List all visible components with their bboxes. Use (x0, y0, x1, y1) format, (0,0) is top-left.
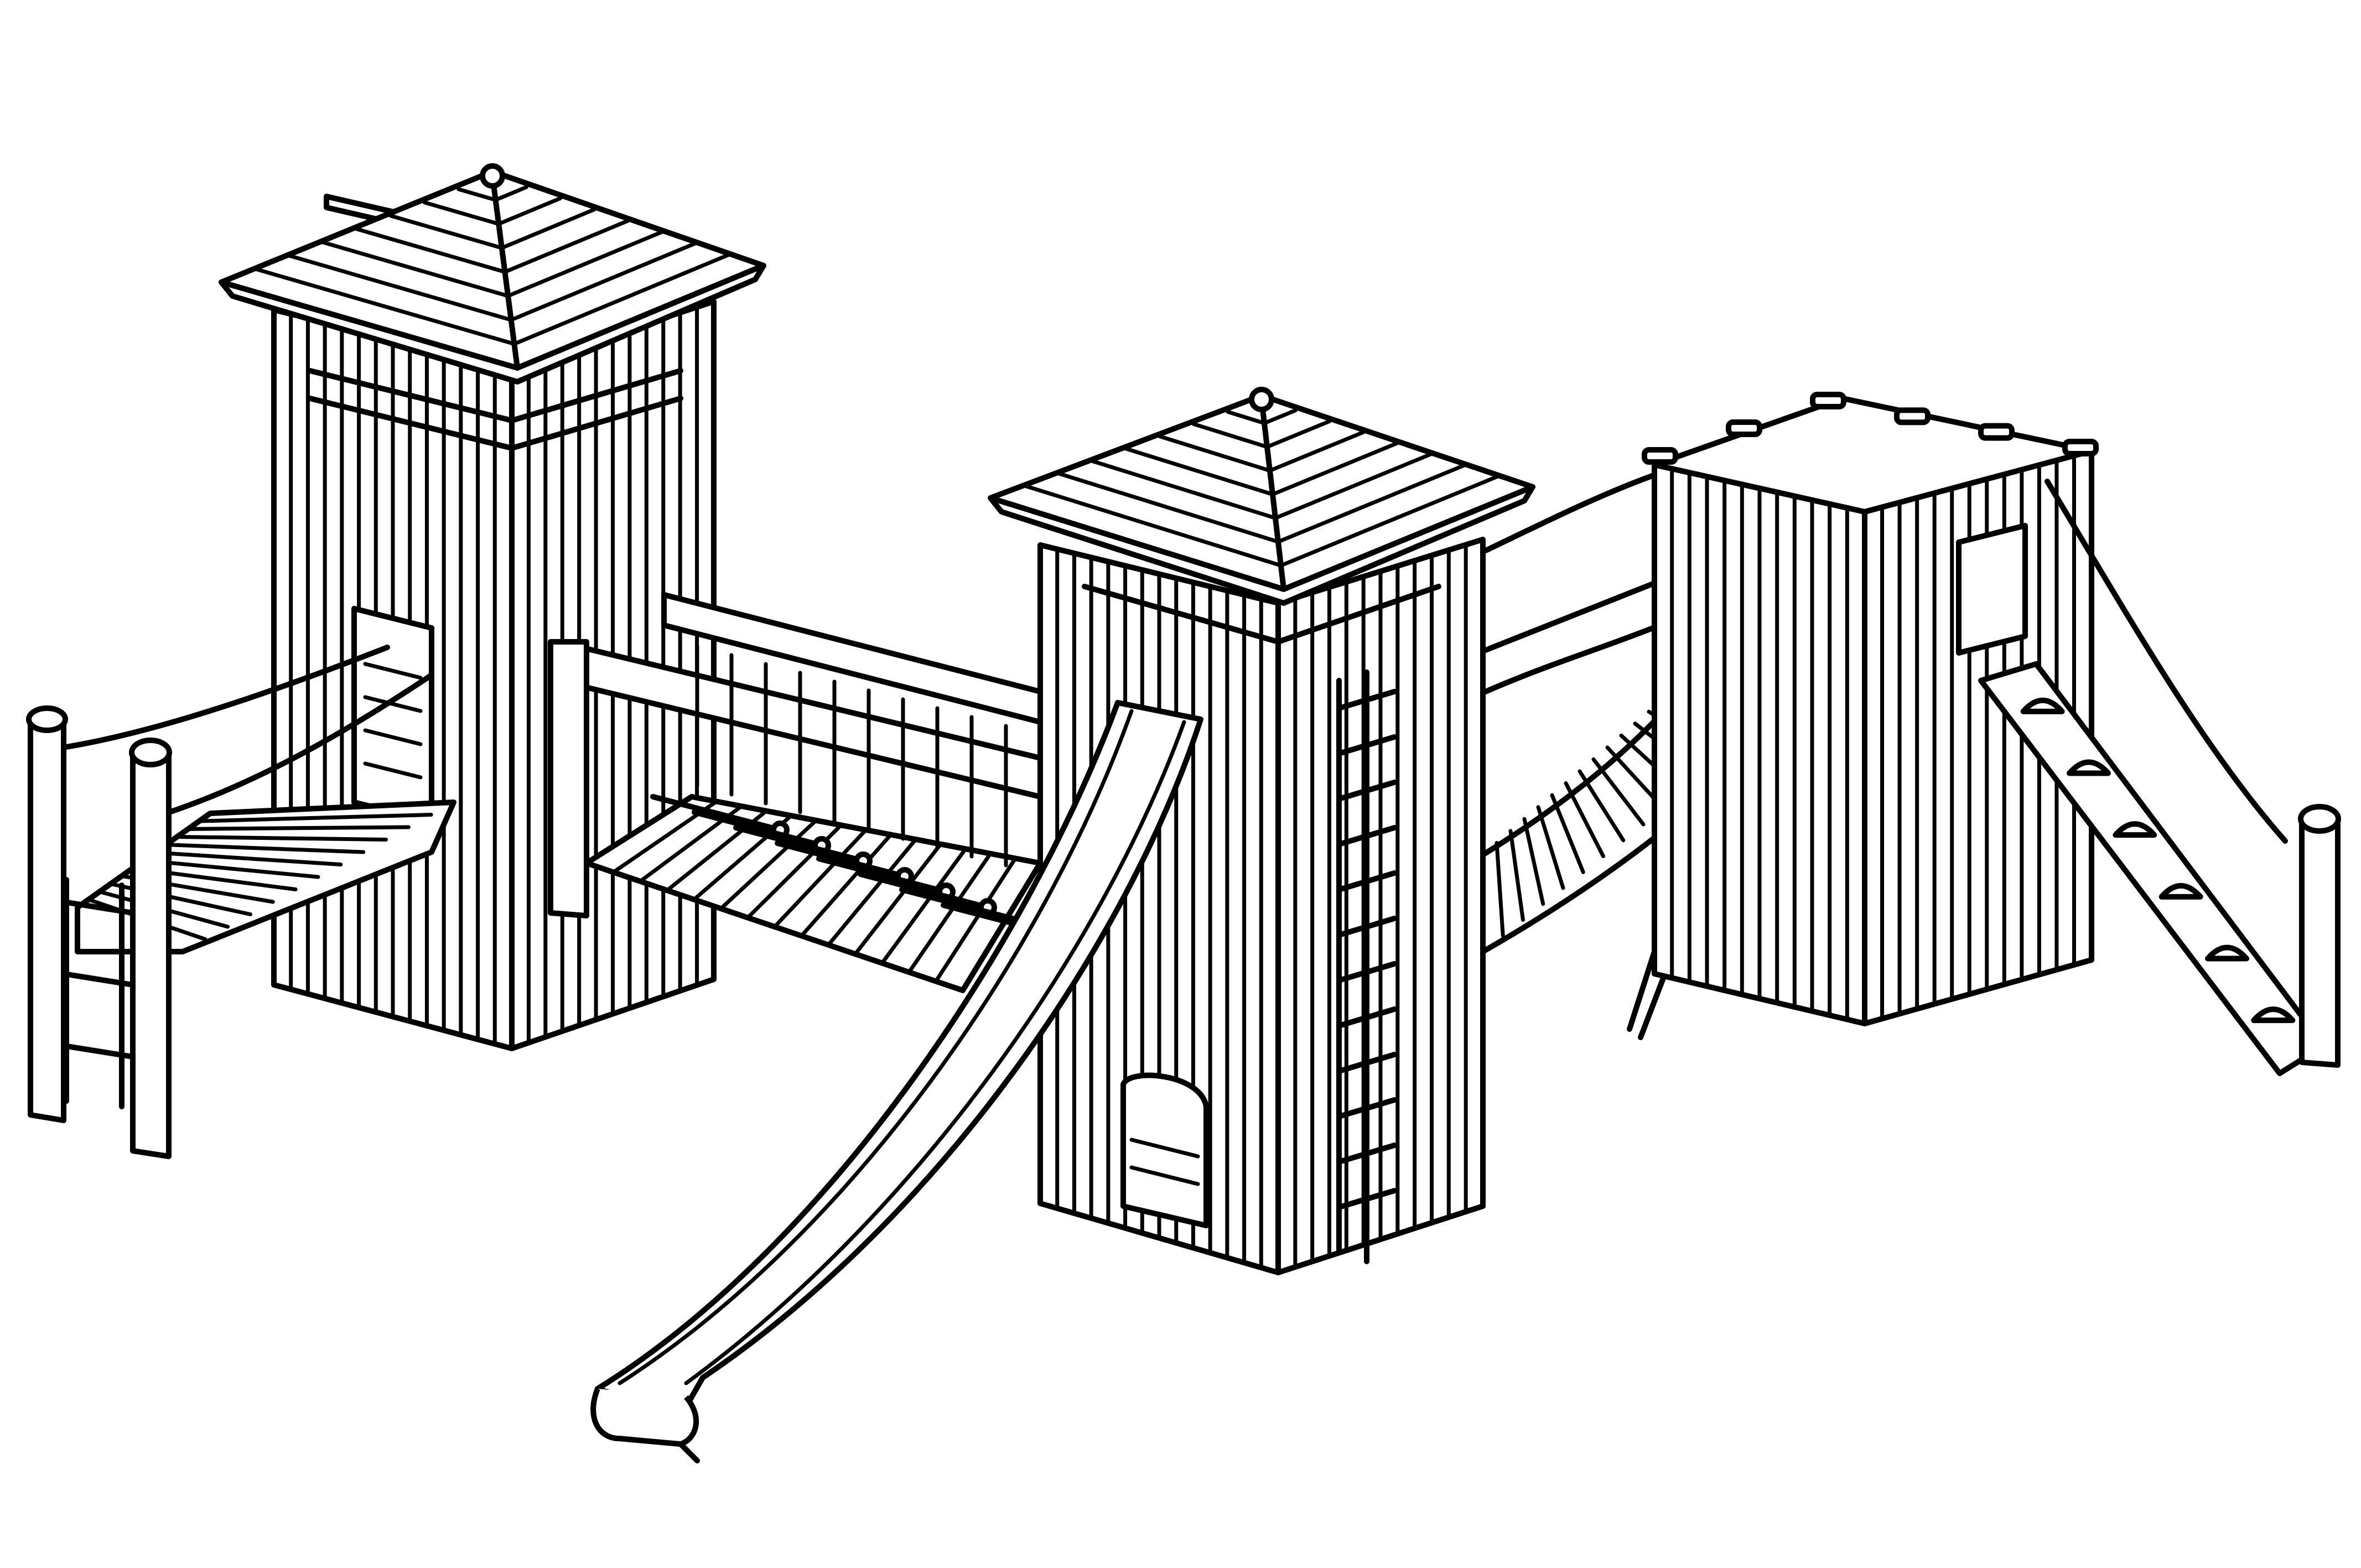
right-tower (1642, 392, 2099, 1026)
plank-line (506, 230, 664, 298)
plank-line (816, 856, 949, 895)
slide (590, 700, 1203, 1463)
plank-line (186, 825, 411, 831)
right-tower-battlements (1642, 392, 2099, 465)
plank-line (775, 840, 907, 879)
plank-line (164, 843, 366, 854)
plank-line (197, 813, 433, 823)
middle-tower-planks-right (1293, 543, 1468, 1269)
plank-line (1262, 408, 1298, 425)
plank-line (509, 241, 698, 322)
battlement-block (1642, 447, 1678, 465)
plank-line (733, 825, 866, 864)
battlement-block (1978, 423, 2015, 441)
plank-line (1259, 397, 1286, 592)
plank-line (500, 207, 596, 250)
battlement-block (1810, 392, 1846, 409)
plank-line (1268, 430, 1366, 473)
plank-line (880, 847, 968, 965)
battlement-block (1726, 419, 1762, 437)
left-roof-finial (480, 163, 505, 189)
plank-line (1536, 805, 1565, 890)
plank-line (1591, 757, 1646, 827)
plank-line (1495, 840, 1505, 938)
battlement-block (2062, 439, 2099, 456)
plank-line (899, 887, 1032, 926)
plank-line (719, 818, 818, 911)
plank-line (1279, 474, 1501, 568)
plank-line (933, 856, 1018, 984)
plank-line (1270, 441, 1399, 496)
plank-line (388, 214, 504, 250)
left-entry-bridge (26, 645, 456, 1159)
plank-line (1578, 769, 1626, 843)
plank-line (1022, 484, 1283, 568)
plank-line (456, 187, 498, 202)
climbing-hold (2158, 882, 2203, 900)
plank-line (1056, 471, 1280, 544)
center-bridge-balusters (695, 644, 1008, 868)
plank-line (853, 842, 943, 956)
plank-line (858, 871, 990, 910)
plank-line (503, 219, 630, 274)
plank-line (1564, 781, 1605, 858)
middle-tower-roof-shingles (1022, 397, 1501, 592)
middle-roof-finial (1249, 387, 1274, 412)
middle-tower (988, 387, 1535, 1275)
climbing-hold (2020, 697, 2065, 714)
plank-line (1192, 422, 1269, 449)
plank-line (490, 173, 520, 371)
climbing-ramp (1978, 479, 2341, 1076)
plank-line (496, 196, 562, 226)
plank-line (1508, 829, 1525, 922)
plank-line (253, 267, 516, 346)
left-tower-roof-shingles (253, 173, 732, 371)
climbing-hold (2205, 944, 2249, 962)
plank-line (512, 252, 732, 346)
plank-line (321, 240, 510, 298)
battlement-block (1894, 407, 1931, 425)
plank-line (1273, 452, 1433, 520)
plank-line (142, 858, 320, 879)
plank-line (1158, 434, 1272, 473)
plank-line (494, 185, 528, 202)
plank-line (1550, 793, 1585, 874)
climbing-hold (2251, 1006, 2296, 1024)
plank-line (1226, 409, 1267, 425)
plank-line (1276, 463, 1467, 544)
plank-line (1522, 817, 1545, 906)
plank-line (800, 833, 893, 938)
plank-line (692, 809, 824, 848)
plank-line (1090, 459, 1278, 520)
climbing-hold (2067, 759, 2111, 776)
plank-line (907, 852, 993, 974)
right-tower-planks-left (1670, 466, 1849, 1021)
climbing-hold (2113, 821, 2157, 838)
climbing-ramp-holds (2020, 697, 2296, 1024)
plank-line (1265, 419, 1331, 449)
plank-line (153, 850, 343, 866)
plank-line (650, 794, 783, 833)
plank-line (423, 200, 501, 226)
plank-line (826, 837, 918, 947)
plank-line (772, 828, 868, 929)
plank-line (355, 227, 507, 274)
plank-line (1124, 446, 1275, 496)
plank-line (287, 253, 513, 322)
plank-line (175, 835, 388, 842)
